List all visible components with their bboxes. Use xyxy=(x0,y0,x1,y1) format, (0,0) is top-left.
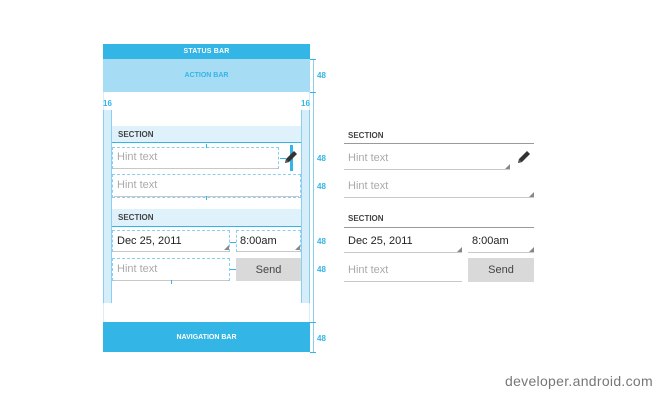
date-spinner-underline xyxy=(114,251,228,252)
pencil-icon[interactable] xyxy=(516,149,532,165)
hint-field-2[interactable]: Hint text xyxy=(348,180,389,192)
guide-tick xyxy=(206,144,207,148)
guide-tick xyxy=(171,280,172,284)
guide-tick xyxy=(310,92,316,93)
section-label-1: SECTION xyxy=(118,130,154,139)
send-button[interactable]: Send xyxy=(468,258,534,282)
guide-tick xyxy=(230,242,236,243)
spinner-corner-icon xyxy=(224,245,229,250)
section-label-2: SECTION xyxy=(118,213,154,222)
row-height-label: 48 xyxy=(317,154,326,163)
row-height-label: 48 xyxy=(317,265,326,274)
pencil-icon[interactable] xyxy=(283,149,299,165)
date-spinner[interactable]: Dec 25, 2011 xyxy=(348,235,413,247)
time-spinner-underline xyxy=(468,252,534,253)
guide-tick xyxy=(310,322,316,323)
row-height-label: 48 xyxy=(317,182,326,191)
status-bar: STATUS BAR xyxy=(103,44,310,59)
margin-left-label: 16 xyxy=(103,99,112,108)
guide-tick xyxy=(280,158,286,159)
time-spinner[interactable]: 8:00am xyxy=(472,235,509,247)
hint-field-1[interactable]: Hint text xyxy=(348,152,389,164)
hint-field-1[interactable]: Hint text xyxy=(117,151,158,163)
left-margin-guide xyxy=(103,110,112,303)
hint-field-1-underline xyxy=(114,168,277,169)
guide-tick xyxy=(206,196,207,200)
date-spinner[interactable]: Dec 25, 2011 xyxy=(117,235,182,247)
section-header-2: SECTION xyxy=(112,209,301,226)
row-height-guide xyxy=(313,59,314,352)
row-height-label: 48 xyxy=(317,237,326,246)
guide-tick xyxy=(310,59,316,60)
spinner-corner-icon xyxy=(295,245,300,250)
section-label-2: SECTION xyxy=(348,214,384,223)
time-spinner-underline xyxy=(238,251,299,252)
navigation-bar: NAVIGATION BAR xyxy=(103,322,310,352)
hint-field-2[interactable]: Hint text xyxy=(117,179,158,191)
section-header-1: SECTION xyxy=(112,126,301,142)
time-spinner[interactable]: 8:00am xyxy=(240,235,277,247)
hint-field-2-underline xyxy=(344,197,534,198)
row-height-label: 48 xyxy=(317,71,326,80)
hint-field-1-underline xyxy=(344,169,510,170)
hint-field-3[interactable]: Hint text xyxy=(117,263,158,275)
hint-field-3[interactable]: Hint text xyxy=(348,264,389,276)
spinner-corner-icon xyxy=(457,247,462,252)
section-divider-1 xyxy=(112,142,301,143)
section-divider-2 xyxy=(112,226,301,227)
spinner-corner-icon xyxy=(505,164,510,169)
section-label-1: SECTION xyxy=(348,131,384,140)
margin-right-label: 16 xyxy=(301,99,310,108)
date-spinner-underline xyxy=(344,252,462,253)
spinner-corner-icon xyxy=(529,247,534,252)
action-bar: ACTION BAR xyxy=(103,59,310,92)
guide-tick xyxy=(310,352,316,353)
send-button[interactable]: Send xyxy=(236,258,301,281)
section-divider-2 xyxy=(344,227,534,228)
hint-field-3-underline xyxy=(344,281,462,282)
spinner-corner-icon xyxy=(529,192,534,197)
right-margin-guide xyxy=(301,110,310,303)
section-divider-1 xyxy=(344,143,534,144)
source-watermark: developer.android.com xyxy=(505,373,653,389)
row-height-label: 48 xyxy=(317,334,326,343)
guide-tick xyxy=(230,269,236,270)
